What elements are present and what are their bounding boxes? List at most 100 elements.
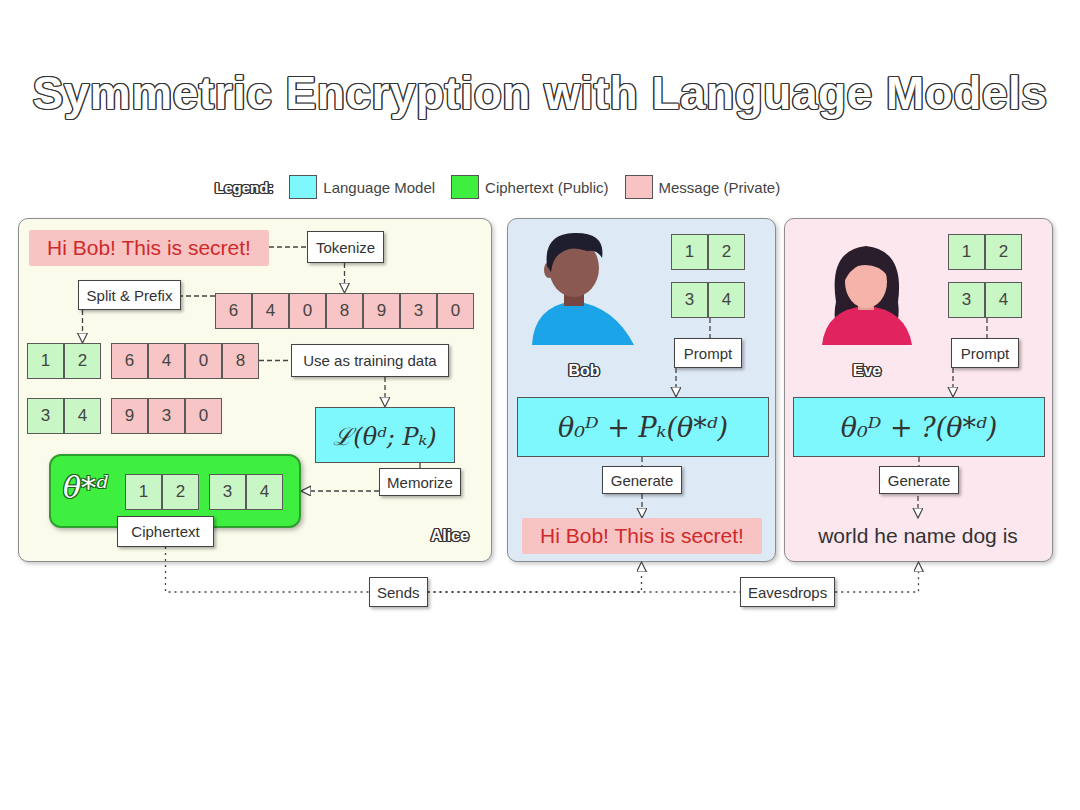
token-number: 2 (722, 242, 731, 262)
bob-ear (544, 262, 554, 278)
box-text: Memorize (387, 474, 453, 491)
box-text: Hi Bob! This is secret! (540, 524, 744, 548)
box-text: Generate (888, 472, 951, 489)
callout-box: Memorize (379, 468, 461, 496)
ciphertext-symbol-wrap: θ*ᵈ (63, 470, 108, 505)
token-number: 2 (176, 482, 185, 502)
box-text: Generate (611, 472, 674, 489)
connector (709, 318, 710, 338)
actor-name: Eve (853, 362, 881, 379)
token-cell: 3 (27, 398, 64, 434)
box-text: Prompt (684, 345, 732, 362)
token-number: 3 (41, 406, 50, 426)
token-cell: 4 (64, 398, 101, 434)
token-number: 1 (41, 351, 50, 371)
legend-text: Ciphertext (Public) (485, 179, 608, 196)
language-model-box: θ₀ᴰ + Pₖ(θ*ᵈ) (517, 397, 769, 457)
token-number: 4 (266, 301, 275, 321)
connector (835, 562, 918, 592)
eve-figure (822, 246, 912, 345)
box-text: Prompt (961, 345, 1009, 362)
token-number: 8 (236, 351, 245, 371)
token-number: 3 (962, 290, 971, 310)
token-cell: 0 (185, 398, 222, 434)
token-cell: 1 (125, 474, 162, 510)
token-number: 3 (223, 482, 232, 502)
token-cell: 2 (985, 234, 1022, 270)
eve-head (845, 256, 887, 308)
connector (384, 377, 385, 407)
bob-neck (564, 284, 584, 306)
loss-box: ℒ(θᵈ; Pₖ) (315, 407, 455, 463)
token-number: 9 (125, 406, 134, 426)
token-cell: 2 (708, 234, 745, 270)
legend-swatch (451, 175, 479, 199)
box-text: Hi Bob! This is secret! (47, 236, 251, 260)
token-cell: 2 (64, 343, 101, 379)
eve-neck (858, 296, 874, 310)
token-cell: 2 (162, 474, 199, 510)
connector (428, 562, 642, 592)
box-text: Split & Prefix (87, 287, 173, 304)
legend-heading: Legend: (215, 179, 273, 196)
actor-panel: Eve1234Promptθ₀ᴰ + ?(θ*ᵈ)Generate (784, 218, 1053, 562)
token-number: 3 (685, 290, 694, 310)
token-cell: 1 (27, 343, 64, 379)
connector (82, 310, 83, 343)
output-text-wrap: world he name dog is (818, 524, 1018, 548)
actor-name: Alice (431, 527, 469, 544)
connector (166, 547, 370, 592)
token-cell: 8 (222, 343, 259, 379)
token-number: 4 (162, 351, 171, 371)
legend-text: Message (Private) (659, 179, 781, 196)
connector (952, 368, 953, 397)
eve-body (822, 306, 912, 345)
token-number: 3 (414, 301, 423, 321)
token-number: 4 (78, 406, 87, 426)
connector (986, 318, 987, 338)
token-number: 6 (125, 351, 134, 371)
token-number: 8 (340, 301, 349, 321)
token-number: 0 (199, 406, 208, 426)
panel-label-wrap: Eve (853, 362, 881, 380)
bob-hair (547, 233, 603, 272)
token-cell: 4 (246, 474, 283, 510)
connector (259, 360, 291, 361)
token-cell: 0 (289, 293, 326, 329)
generate-arrow (917, 496, 918, 518)
message-box: Hi Bob! This is secret! (522, 518, 762, 554)
box-text: Tokenize (316, 239, 375, 256)
title-wrap: Symmetric Encryption with Language Model… (0, 66, 1080, 120)
token-cell: 6 (111, 343, 148, 379)
connector (301, 490, 379, 491)
connector (918, 457, 919, 466)
token-number: 1 (139, 482, 148, 502)
token-cell: 0 (185, 343, 222, 379)
callout-box: Ciphertext (117, 516, 214, 547)
legend: Legend:Language ModelCiphertext (Public)… (215, 174, 796, 200)
token-cell: 3 (148, 398, 185, 434)
bob-figure (532, 233, 634, 345)
message-box: Hi Bob! This is secret! (29, 230, 269, 266)
connector (419, 463, 420, 468)
box-text: ℒ(θᵈ; Pₖ) (333, 419, 436, 452)
token-number: 3 (162, 406, 171, 426)
token-cell: 9 (111, 398, 148, 434)
token-cell: 4 (985, 282, 1022, 318)
ciphertext-symbol: θ*ᵈ (63, 470, 108, 505)
bob-body (532, 301, 634, 345)
token-number: 0 (303, 301, 312, 321)
box-text: Ciphertext (131, 523, 199, 540)
token-cell: 4 (708, 282, 745, 318)
token-cell: 1 (671, 234, 708, 270)
eve-hair-back (835, 246, 899, 336)
callout-box: Tokenize (307, 231, 384, 263)
callout-box: Prompt (674, 338, 742, 368)
connector (181, 295, 215, 296)
token-cell: 1 (948, 234, 985, 270)
connector (675, 368, 676, 397)
token-number: 1 (685, 242, 694, 262)
generated-text: world he name dog is (818, 524, 1018, 547)
token-cell: 6 (215, 293, 252, 329)
